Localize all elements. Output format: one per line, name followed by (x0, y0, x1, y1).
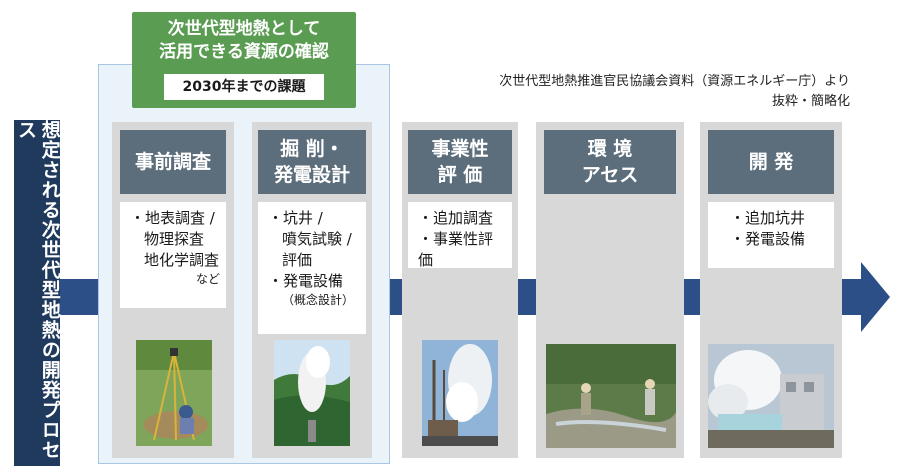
stage-header-feasibility: 事業性 評 価 (408, 130, 512, 194)
stage-item: ・発電設備 (268, 272, 344, 290)
focus-title-line2: 活用できる資源の確認 (159, 42, 329, 62)
steam-plume-photo-image (422, 340, 498, 446)
stage-photo-drilling (274, 340, 350, 446)
stage-header-line: 事業性 (431, 138, 489, 160)
stage-item: 評価 (282, 251, 313, 269)
source-note-line1: 次世代型地熱推進官民協議会資料（資源エネルギー庁）より (499, 74, 850, 89)
stage-item: ・地表調査 / (130, 209, 215, 227)
stage-item: 地化学調査 (144, 251, 220, 269)
stage-photo-development (708, 344, 834, 448)
focus-title: 次世代型地熱として 活用できる資源の確認 (132, 18, 356, 64)
stage-item-note: （概念設計） (282, 293, 355, 307)
stage-photo-pre-survey (136, 340, 212, 446)
flow-arrow-segment (518, 279, 536, 315)
source-note-line2: 抜粋・簡略化 (771, 94, 850, 109)
stage-header-drilling: 掘 削・ 発電設計 (258, 130, 366, 194)
stage-item: ・追加坑井 (730, 209, 806, 227)
stage-header-line: 発電設計 (273, 164, 350, 186)
stage-item: ・坑井 / (268, 209, 323, 227)
stage-header-line: 開 発 (748, 151, 794, 173)
flow-arrow-segment (842, 279, 862, 315)
stage-header-development: 開 発 (708, 130, 834, 194)
stage-items-pre-survey: ・地表調査 / 物理探査 地化学調査 など (120, 202, 226, 308)
environment-survey-photo-image (546, 344, 676, 448)
stage-header-line: 環 境 (587, 138, 633, 160)
stage-header-line: アセス (581, 164, 639, 186)
stage-item-note: など (195, 272, 220, 286)
stage-item: 噴気試験 / (282, 230, 352, 248)
stage-item: 物理探査 (144, 230, 205, 248)
stage-header-line: 事前調査 (134, 151, 211, 173)
flow-arrow-segment (684, 279, 700, 315)
source-note: 次世代型地熱推進官民協議会資料（資源エネルギー庁）より 抜粋・簡略化 (400, 72, 850, 112)
stage-item: ・事業性評価 (418, 230, 494, 269)
stage-items-development: ・追加坑井 ・発電設備 (708, 202, 834, 268)
stage-item: ・追加調査 (418, 209, 494, 227)
steam-test-photo-image (274, 340, 350, 446)
stage-header-line: 評 価 (437, 164, 483, 186)
stage-items-feasibility: ・追加調査 ・事業性評価 (408, 202, 512, 269)
stage-photo-assessment (546, 344, 676, 448)
stage-header-line: 掘 削・ (280, 138, 344, 160)
flow-arrowhead (861, 262, 890, 332)
stage-photo-feasibility (422, 340, 498, 446)
stage-header-assessment: 環 境 アセス (544, 130, 676, 194)
focus-subtitle: 2030年までの課題 (164, 74, 324, 100)
process-label: 想定される次世代型地熱の開発プロセス (14, 120, 61, 466)
power-plant-photo-image (708, 344, 834, 448)
focus-title-line1: 次世代型地熱として (167, 19, 321, 39)
stage-header-pre-survey: 事前調査 (120, 130, 226, 194)
survey-photo-image (136, 340, 212, 446)
stage-item: ・発電設備 (730, 230, 806, 248)
stage-items-drilling: ・坑井 / 噴気試験 / 評価 ・発電設備 （概念設計） (258, 202, 366, 334)
